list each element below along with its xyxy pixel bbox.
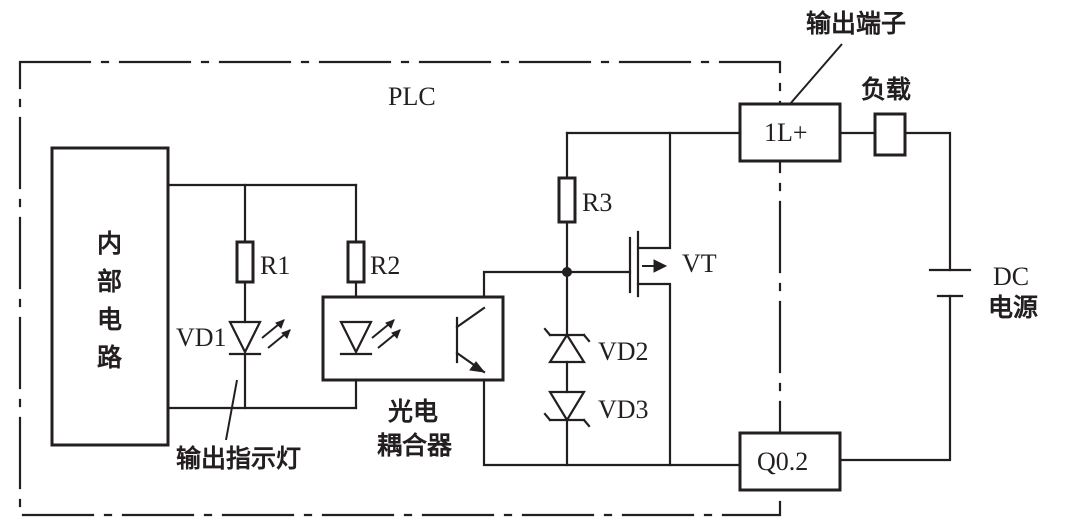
zener-vd2-icon bbox=[543, 327, 591, 364]
dc-source-icon bbox=[928, 268, 972, 298]
terminal-1l-box bbox=[738, 102, 842, 163]
internal-circuit-block bbox=[50, 146, 170, 447]
r1-label: R1 bbox=[260, 251, 290, 280]
output-indicator-label: 输出指示灯 bbox=[176, 444, 301, 473]
plc-label: PLC bbox=[388, 82, 436, 111]
internal-circuit-char-1: 内 bbox=[97, 229, 122, 258]
vt-label: VT bbox=[682, 249, 717, 278]
dc-label: DC bbox=[993, 262, 1029, 291]
vd2-label: VD2 bbox=[598, 337, 649, 366]
optocoupler-label-line1: 光电 bbox=[387, 397, 438, 426]
terminal-1l-label: 1L+ bbox=[764, 118, 808, 147]
r3-label: R3 bbox=[582, 188, 612, 217]
optocoupler-label-line2: 耦合器 bbox=[377, 431, 453, 460]
vd3-label: VD3 bbox=[598, 395, 649, 424]
internal-circuit-char-2: 部 bbox=[97, 267, 122, 296]
resistor-r1 bbox=[235, 240, 255, 284]
plc-boundary bbox=[18, 60, 782, 517]
zener-vd3-icon bbox=[543, 390, 591, 428]
optocoupler bbox=[321, 295, 505, 382]
led-vd1-icon bbox=[228, 319, 291, 356]
load-icon bbox=[873, 112, 907, 157]
vd1-label: VD1 bbox=[176, 323, 227, 352]
internal-circuit-char-3: 电 bbox=[97, 305, 122, 334]
r2-label: R2 bbox=[370, 251, 400, 280]
terminal-q-label: Q0.2 bbox=[757, 447, 808, 476]
terminal-q-box bbox=[738, 431, 842, 492]
power-source-label: 电源 bbox=[988, 293, 1038, 322]
internal-circuit-char-4: 路 bbox=[97, 343, 123, 372]
wires bbox=[166, 43, 952, 467]
resistor-r2 bbox=[346, 240, 366, 284]
resistor-r3 bbox=[557, 176, 577, 224]
junction-dot bbox=[562, 267, 572, 277]
mosfet-vt-icon bbox=[628, 230, 668, 298]
load-label: 负载 bbox=[861, 75, 911, 104]
output-terminal-label: 输出端子 bbox=[806, 9, 906, 38]
